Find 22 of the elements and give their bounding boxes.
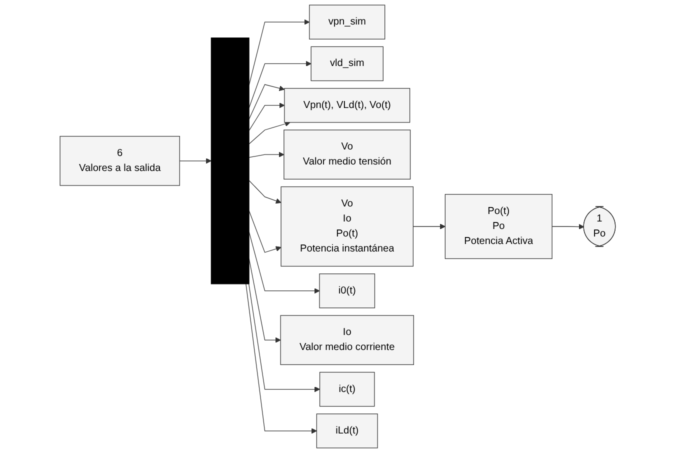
arrow bbox=[249, 121, 291, 144]
node-box: Po(t) Po Potencia Activa bbox=[445, 194, 553, 259]
node-box: Vo Valor medio tensión bbox=[284, 130, 411, 180]
arrow bbox=[249, 84, 285, 120]
arrow bbox=[248, 284, 320, 392]
node-box: Vpn(t), VLd(t), Vo(t) bbox=[284, 88, 410, 123]
arrow bbox=[249, 152, 284, 158]
arrow bbox=[249, 102, 285, 131]
node-box: iLd(t) bbox=[316, 414, 378, 448]
node-box: ic(t) bbox=[320, 372, 376, 407]
node-box: vld_sim bbox=[311, 46, 384, 82]
node-bar bbox=[211, 38, 250, 284]
node-box: Io Valor medio corriente bbox=[280, 315, 414, 365]
arrow bbox=[249, 180, 282, 204]
node-box: vpn_sim bbox=[309, 4, 386, 40]
node-box: i0(t) bbox=[319, 274, 376, 308]
node-box: 6 Valores a la salida bbox=[60, 136, 180, 186]
arrow bbox=[246, 284, 318, 434]
arrow bbox=[552, 224, 584, 230]
arrow bbox=[180, 158, 212, 164]
arrow bbox=[413, 224, 446, 230]
node-box: Vo Io Po(t) Potencia instantánea bbox=[281, 186, 414, 267]
